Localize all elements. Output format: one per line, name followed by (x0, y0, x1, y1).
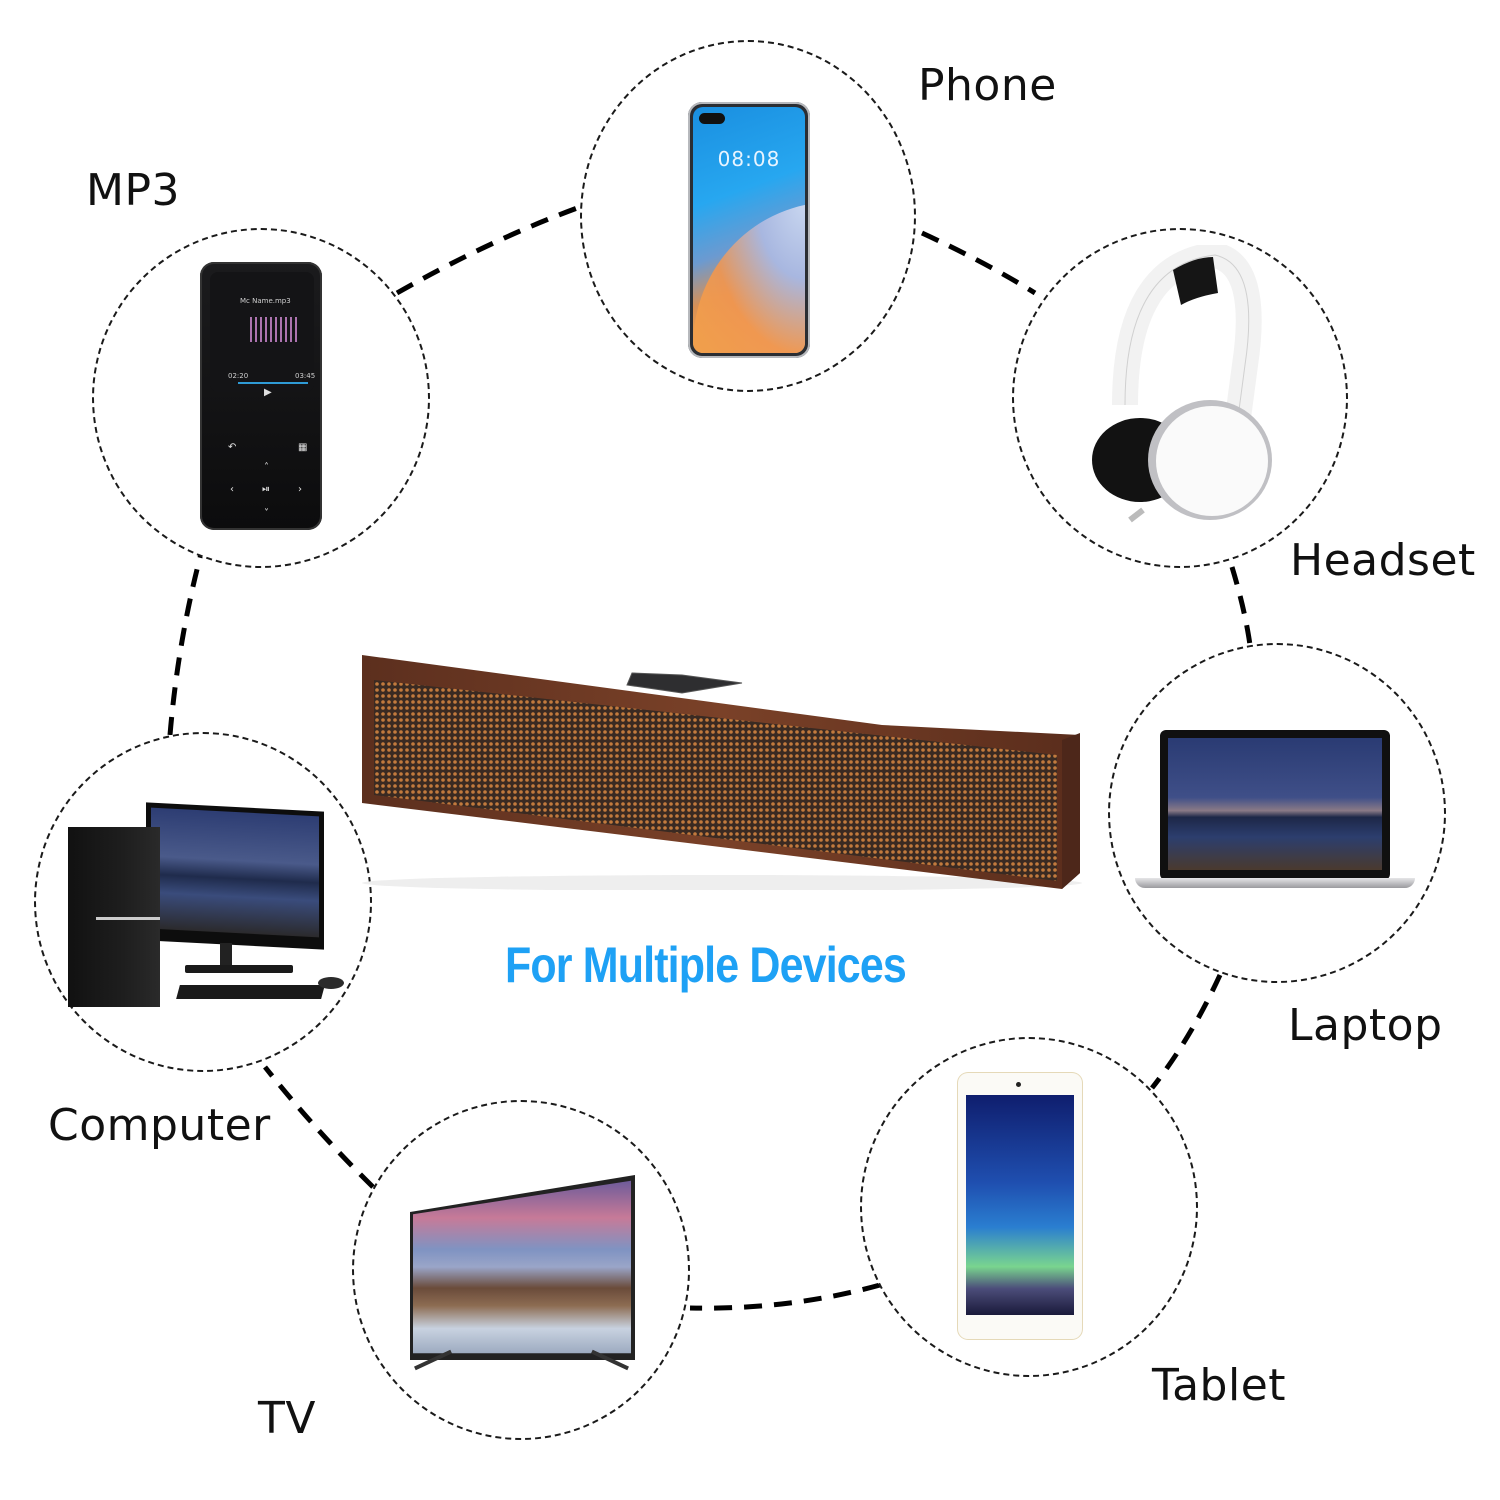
progress-bar (238, 382, 308, 384)
headset-image (1092, 245, 1272, 523)
menu-icon: ▦ (298, 442, 308, 453)
tablet-screen (966, 1095, 1074, 1315)
monitor (146, 802, 324, 950)
tablet-camera-icon (1016, 1082, 1021, 1087)
equalizer-icon (250, 317, 300, 342)
laptop-base (1135, 878, 1415, 888)
label-phone: Phone (918, 60, 1057, 111)
label-tablet: Tablet (1152, 1360, 1287, 1411)
laptop-screen (1168, 738, 1382, 870)
phone-image: 08:08 (688, 102, 810, 358)
tablet-image (958, 1073, 1082, 1339)
mp3-screen: Mc Name.mp3 02:20 03:45 (210, 272, 316, 392)
mp3-total: 03:45 (295, 372, 316, 380)
up-icon: ˄ (264, 462, 269, 473)
pc-tower (68, 827, 160, 1007)
label-headset: Headset (1290, 535, 1476, 586)
headline: For Multiple Devices (505, 937, 907, 993)
label-tv: TV (258, 1393, 316, 1444)
mouse (318, 977, 344, 989)
label-computer: Computer (48, 1100, 271, 1151)
camera-cutout-icon (699, 113, 725, 124)
next-icon: › (298, 484, 302, 495)
play-pause-icon: ⏯ (262, 484, 270, 495)
laptop-image (1135, 730, 1435, 895)
prev-icon: ‹ (230, 484, 234, 495)
mp3-elapsed: 02:20 (228, 372, 249, 380)
soundbar-image (362, 655, 1082, 890)
mp3-track-title: Mc Name.mp3 (240, 297, 291, 305)
phone-screen: 08:08 (693, 107, 805, 353)
tv-screen (413, 1180, 631, 1354)
keyboard (176, 985, 325, 999)
mp3-player-image: Mc Name.mp3 02:20 03:45 ▶ ↶ ▦ ˄ ‹ ⏯ › ˅ (200, 262, 322, 530)
label-laptop: Laptop (1288, 1000, 1443, 1051)
control-panel (626, 672, 743, 694)
down-icon: ˅ (264, 508, 269, 519)
desktop-computer-image (60, 802, 350, 1010)
play-icon: ▶ (264, 387, 272, 398)
tv-image (405, 1160, 635, 1380)
back-icon: ↶ (228, 442, 237, 453)
label-mp3: MP3 (86, 165, 180, 216)
phone-clock: 08:08 (717, 147, 781, 171)
